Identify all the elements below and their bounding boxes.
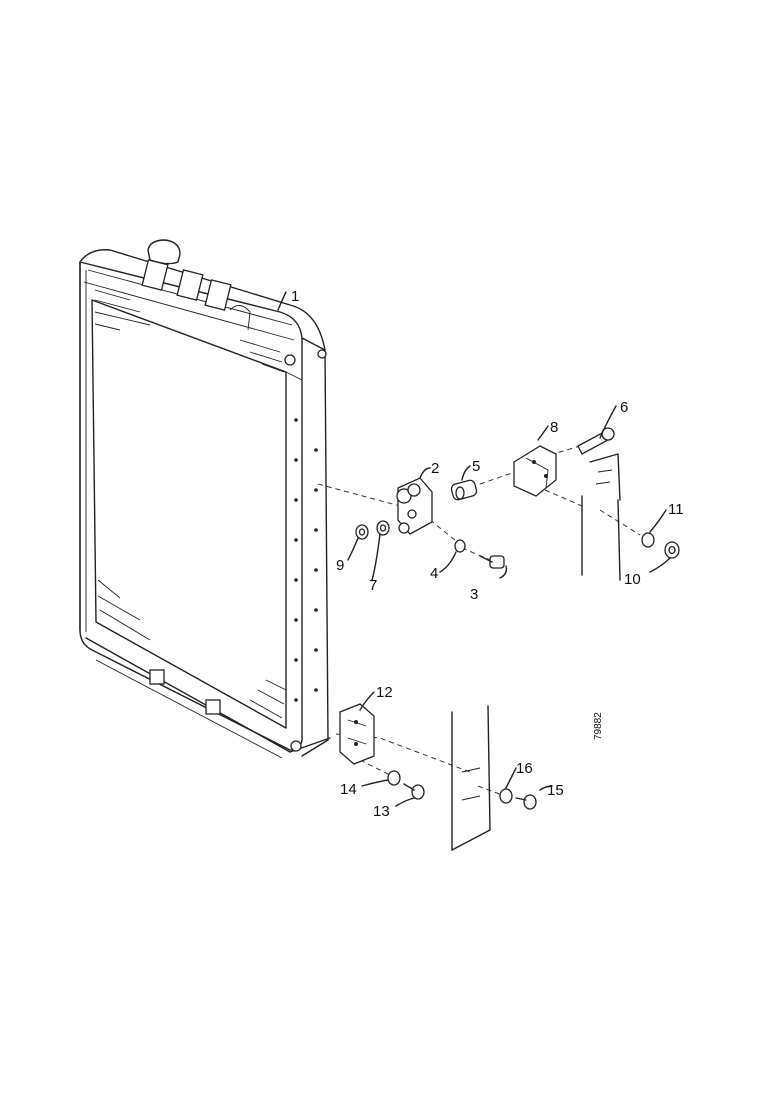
callout-3: 3 [470,586,478,603]
callout-12: 12 [376,684,393,701]
part-14-washer [387,770,401,786]
part-15-bolt [515,794,537,810]
part-3-bolt [479,555,505,569]
part-7-washer [376,520,390,536]
part-9-nut [355,524,369,540]
callout-8: 8 [550,419,558,436]
callout-16: 16 [516,760,533,777]
callout-labels: 1 2 3 4 5 6 7 8 9 10 11 12 13 14 15 16 [291,288,684,820]
drawing-number: 79882 [593,712,604,740]
callout-6: 6 [620,399,628,416]
callout-13: 13 [373,803,390,820]
callout-10: 10 [624,571,641,588]
callout-11: 11 [668,501,684,518]
part-6-bolt [577,427,615,455]
leader-lines [277,291,671,807]
part-13-bolt [403,783,425,800]
chassis-member-upper [581,453,621,581]
part-4-washer [454,539,466,553]
part-12-lower-bracket [339,703,375,765]
callout-1: 1 [291,288,299,305]
callout-14: 14 [340,781,357,798]
part-8-mounting-bracket [513,445,557,497]
part-16-washer [499,788,513,804]
callout-2: 2 [431,460,439,477]
part-10-bolt [664,541,680,559]
chassis-member-lower [451,705,491,851]
callout-7: 7 [369,577,377,594]
callout-9: 9 [336,557,344,574]
callout-4: 4 [430,565,438,582]
callout-5: 5 [472,458,480,475]
part-11-washer [641,532,655,548]
callout-15: 15 [547,782,564,799]
part-2-bracket [396,477,433,535]
radiator [79,239,331,759]
part-5-bushing [450,479,478,501]
